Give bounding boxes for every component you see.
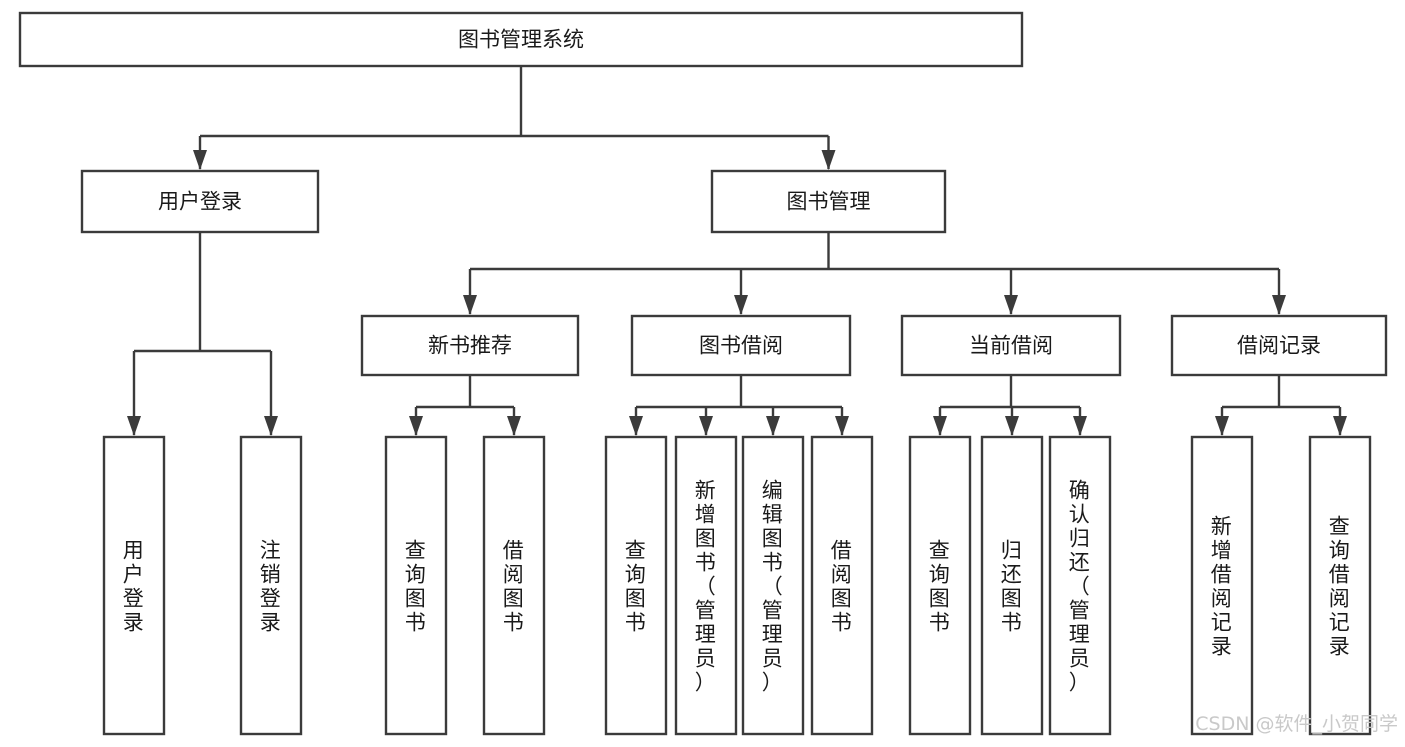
node-label-leaf-borrow-book: 借阅图书 [831,539,854,635]
connectors-layer [127,66,1347,436]
arrow-into-borrow-record [1272,295,1286,315]
node-leaf-query-book-cur[interactable]: 查询图书 [908,435,972,736]
node-leaf-confirm-return[interactable]: 确认归还（管理员） [1048,435,1112,736]
node-leaf-add-record[interactable]: 新增借阅记录 [1190,435,1254,736]
node-label-new-book-rec: 新书推荐 [428,334,512,358]
node-box-leaf-confirm-return[interactable] [1048,435,1112,736]
node-leaf-return-book[interactable]: 归还图书 [980,435,1044,736]
arrow-into-book-manage [821,150,836,170]
node-leaf-query-record[interactable]: 查询借阅记录 [1308,435,1372,736]
node-label-user-login: 用户登录 [158,190,242,214]
node-label-root: 图书管理系统 [458,28,584,52]
arrow-into-leaf-query-book-rec [409,416,423,436]
node-leaf-edit-book[interactable]: 编辑图书（管理员） [741,435,805,736]
node-leaf-query-book-borrow[interactable]: 查询图书 [604,435,668,736]
arrow-into-leaf-borrow-book-rec [507,416,521,436]
node-box-leaf-add-book[interactable] [674,435,738,736]
node-root[interactable]: 图书管理系统 [18,11,1024,68]
node-box-current-borrow[interactable] [900,314,1122,377]
node-current-borrow[interactable]: 当前借阅 [900,314,1122,377]
node-box-book-manage[interactable] [710,169,947,234]
node-label-leaf-return-book: 归还图书 [1001,539,1024,635]
arrow-into-leaf-user-login [127,416,141,436]
node-box-leaf-logout[interactable] [239,435,303,736]
node-label-leaf-edit-book: 编辑图书（管理员） [762,479,785,695]
node-label-leaf-logout: 注销登录 [260,539,283,635]
node-leaf-logout[interactable]: 注销登录 [239,435,303,736]
node-label-leaf-query-record: 查询借阅记录 [1329,515,1352,659]
node-box-new-book-rec[interactable] [360,314,580,377]
node-box-leaf-borrow-book[interactable] [810,435,874,736]
arrow-into-user-login [193,150,207,170]
node-leaf-borrow-book-rec[interactable]: 借阅图书 [482,435,546,736]
node-label-leaf-query-book-rec: 查询图书 [405,539,428,635]
node-box-leaf-query-book-cur[interactable] [908,435,972,736]
node-label-leaf-user-login: 用户登录 [123,539,146,635]
arrow-into-leaf-add-record [1215,416,1229,436]
node-label-leaf-add-record: 新增借阅记录 [1211,515,1234,659]
node-box-leaf-user-login[interactable] [102,435,166,736]
node-label-leaf-confirm-return: 确认归还（管理员） [1069,479,1092,695]
arrow-into-current-borrow [1004,295,1018,315]
node-label-leaf-query-book-borrow: 查询图书 [625,539,648,635]
arrow-into-new-book-rec [463,295,477,315]
node-label-book-manage: 图书管理 [787,190,871,214]
nodes-layer: 图书管理系统用户登录图书管理新书推荐图书借阅当前借阅借阅记录用户登录注销登录查询… [18,11,1388,736]
node-borrow-record[interactable]: 借阅记录 [1170,314,1388,377]
node-new-book-rec[interactable]: 新书推荐 [360,314,580,377]
node-box-leaf-return-book[interactable] [980,435,1044,736]
node-label-leaf-add-book: 新增图书（管理员） [695,479,718,695]
arrow-into-leaf-query-book-cur [933,416,947,436]
node-book-borrow[interactable]: 图书借阅 [630,314,852,377]
arrow-into-leaf-add-book [699,416,713,436]
node-label-book-borrow: 图书借阅 [699,334,783,358]
watermark-text: CSDN @软件_小贺同学 [1195,713,1398,735]
node-box-borrow-record[interactable] [1170,314,1388,377]
node-label-leaf-borrow-book-rec: 借阅图书 [503,539,526,635]
node-box-leaf-query-book-rec[interactable] [384,435,448,736]
arrow-into-leaf-confirm-return [1073,416,1087,436]
node-box-root[interactable] [18,11,1024,68]
node-leaf-user-login[interactable]: 用户登录 [102,435,166,736]
node-box-user-login[interactable] [80,169,320,234]
arrow-into-book-borrow [734,295,748,315]
node-label-current-borrow: 当前借阅 [969,334,1053,358]
arrow-into-leaf-borrow-book [835,416,849,436]
arrow-into-leaf-query-book-borrow [629,416,643,436]
node-box-leaf-borrow-book-rec[interactable] [482,435,546,736]
node-book-manage[interactable]: 图书管理 [710,169,947,234]
node-box-leaf-edit-book[interactable] [741,435,805,736]
node-user-login[interactable]: 用户登录 [80,169,320,234]
arrow-into-leaf-return-book [1005,416,1019,436]
node-label-leaf-query-book-cur: 查询图书 [929,539,952,635]
node-leaf-borrow-book[interactable]: 借阅图书 [810,435,874,736]
arrow-into-leaf-query-record [1333,416,1347,436]
node-box-leaf-query-record[interactable] [1308,435,1372,736]
node-box-book-borrow[interactable] [630,314,852,377]
arrow-into-leaf-edit-book [766,416,780,436]
node-box-leaf-query-book-borrow[interactable] [604,435,668,736]
node-leaf-query-book-rec[interactable]: 查询图书 [384,435,448,736]
node-leaf-add-book[interactable]: 新增图书（管理员） [674,435,738,736]
arrow-into-leaf-logout [264,416,278,436]
node-label-borrow-record: 借阅记录 [1237,334,1321,358]
node-box-leaf-add-record[interactable] [1190,435,1254,736]
